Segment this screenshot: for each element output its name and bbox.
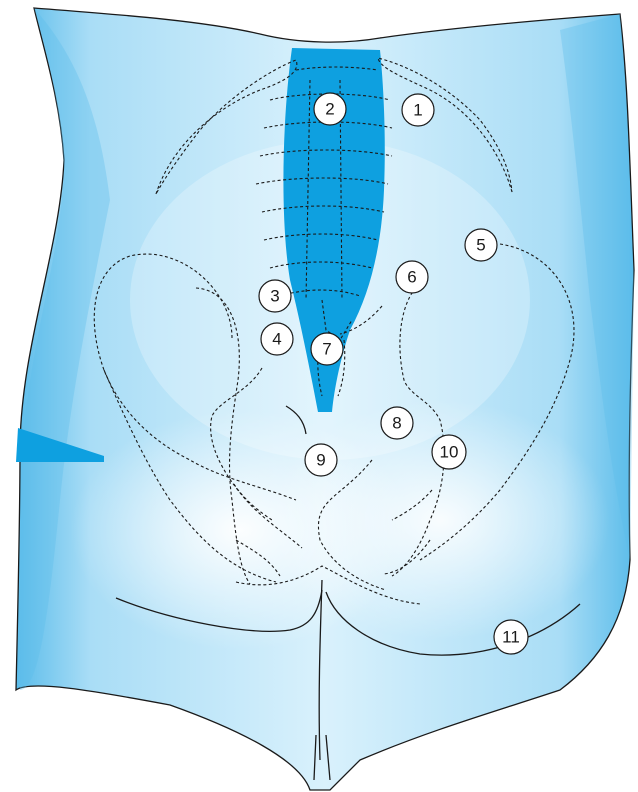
callout-7: 7 [311,333,343,365]
callout-2: 2 [314,93,346,125]
callout-label-7: 7 [322,340,331,359]
callout-label-5: 5 [476,236,485,255]
callout-label-4: 4 [272,330,281,349]
callout-10: 10 [432,435,466,469]
callout-1: 1 [402,94,434,126]
callout-8: 8 [381,407,413,439]
callout-3: 3 [259,280,291,312]
callout-label-9: 9 [316,451,325,470]
callout-label-3: 3 [270,287,279,306]
callout-label-1: 1 [413,101,422,120]
callout-9: 9 [305,444,337,476]
callout-label-8: 8 [392,414,401,433]
callout-label-10: 10 [440,443,459,462]
callout-4: 4 [261,323,293,355]
callout-label-6: 6 [407,268,416,287]
callout-6: 6 [396,261,428,293]
callout-label-11: 11 [502,628,520,647]
callout-label-2: 2 [325,100,334,119]
callout-11: 11 [494,620,528,654]
callout-5: 5 [465,229,497,261]
